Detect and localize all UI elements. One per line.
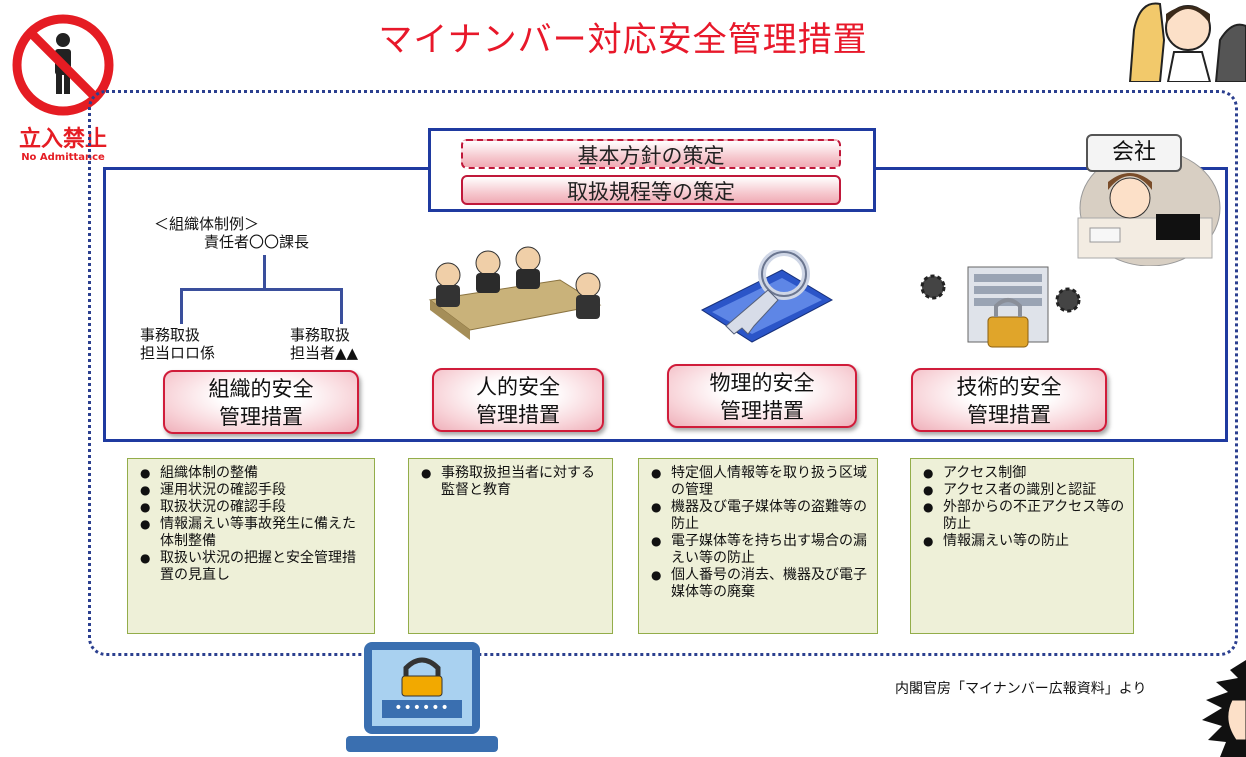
password-field: •••••• (394, 700, 450, 716)
physical-measure-line2: 管理措置 (720, 399, 804, 423)
org-right-line2: 担当者▲▲ (290, 344, 359, 362)
org-example-heading: ＜組織体制例＞ (154, 215, 260, 233)
no-entry-icon (12, 14, 114, 116)
list-item: 情報漏えい等の防止 (923, 533, 1125, 550)
handling-rules-label: 取扱規程等の策定 (461, 175, 841, 205)
list-item: 取扱い状況の把握と安全管理措置の見直し (140, 550, 366, 584)
list-item: アクセス者の識別と認証 (923, 482, 1125, 499)
list-item: 組織体制の整備 (140, 465, 366, 482)
list-item: 外部からの不正アクセス等の防止 (923, 499, 1125, 533)
list-item: 特定個人情報等を取り扱う区域の管理 (651, 465, 869, 499)
technical-measure-label: 技術的安全 管理措置 (911, 368, 1107, 432)
source-note: 内閣官房「マイナンバー広報資料」より (895, 681, 1147, 697)
outer-dotted-frame (88, 90, 1238, 656)
sign-sublabel: No Admittance (21, 152, 105, 163)
physical-details-card: 特定個人情報等を取り扱う区域の管理 機器及び電子媒体等の盗難等の防止 電子媒体等… (638, 458, 878, 634)
key-illustration (700, 250, 834, 343)
list-item: 機器及び電子媒体等の盗難等の防止 (651, 499, 869, 533)
list-item: 情報漏えい等事故発生に備えた体制整備 (140, 516, 366, 550)
company-illustration: 会社 (1060, 118, 1222, 267)
list-item: 運用状況の確認手段 (140, 482, 366, 499)
server-illustration (920, 266, 1081, 348)
technical-measure-line1: 技術的安全 (956, 375, 1062, 399)
no-admittance-sign: 立入禁止 No Admittance (8, 10, 118, 170)
laptop-lock-illustration: •••••• (342, 640, 502, 757)
list-item: アクセス制御 (923, 465, 1125, 482)
physical-measure-label: 物理的安全 管理措置 (667, 364, 857, 428)
org-example-head: 責任者〇〇課長 (204, 233, 310, 251)
page-title: マイナンバー対応安全管理措置 (378, 20, 868, 60)
org-left-line2: 担当ロロ係 (140, 344, 216, 362)
basic-policy-label: 基本方針の策定 (461, 139, 841, 169)
company-label: 会社 (1086, 134, 1182, 172)
physical-measure-line1: 物理的安全 (709, 371, 815, 395)
laptop-icon (346, 642, 498, 752)
organizational-measure-label: 組織的安全 管理措置 (163, 370, 359, 434)
org-right-line1: 事務取扱 (290, 326, 351, 344)
human-measure-label: 人的安全 管理措置 (432, 368, 604, 432)
organizational-details-card: 組織体制の整備 運用状況の確認手段 取扱状況の確認手段 情報漏えい等事故発生に備… (127, 458, 375, 634)
org-left-role: 事務取扱 担当ロロ係 (140, 326, 215, 362)
org-right-role: 事務取扱 担当者▲▲ (290, 326, 358, 362)
people-illustration (1120, 0, 1246, 82)
list-item: 個人番号の消去、機器及び電子媒体等の廃棄 (651, 567, 869, 601)
meeting-illustration (428, 246, 602, 340)
human-measure-line2: 管理措置 (476, 403, 560, 427)
list-item: 取扱状況の確認手段 (140, 499, 366, 516)
office-worker-icon (1077, 149, 1221, 267)
human-measure-line1: 人的安全 (476, 375, 560, 399)
technical-measure-line2: 管理措置 (967, 403, 1051, 427)
character-illustration (1202, 660, 1246, 757)
sign-label: 立入禁止 (18, 127, 107, 152)
list-item: 電子媒体等を持ち出す場合の漏えい等の防止 (651, 533, 869, 567)
technical-details-card: アクセス制御 アクセス者の識別と認証 外部からの不正アクセス等の防止 情報漏えい… (910, 458, 1134, 634)
org-left-line1: 事務取扱 (140, 326, 201, 344)
list-item: 事務取扱担当者に対する監督と教育 (421, 465, 604, 499)
organizational-measure-line1: 組織的安全 (208, 377, 314, 401)
organizational-measure-line2: 管理措置 (219, 405, 303, 429)
policy-box: 基本方針の策定 取扱規程等の策定 (428, 128, 876, 212)
human-details-card: 事務取扱担当者に対する監督と教育 (408, 458, 613, 634)
